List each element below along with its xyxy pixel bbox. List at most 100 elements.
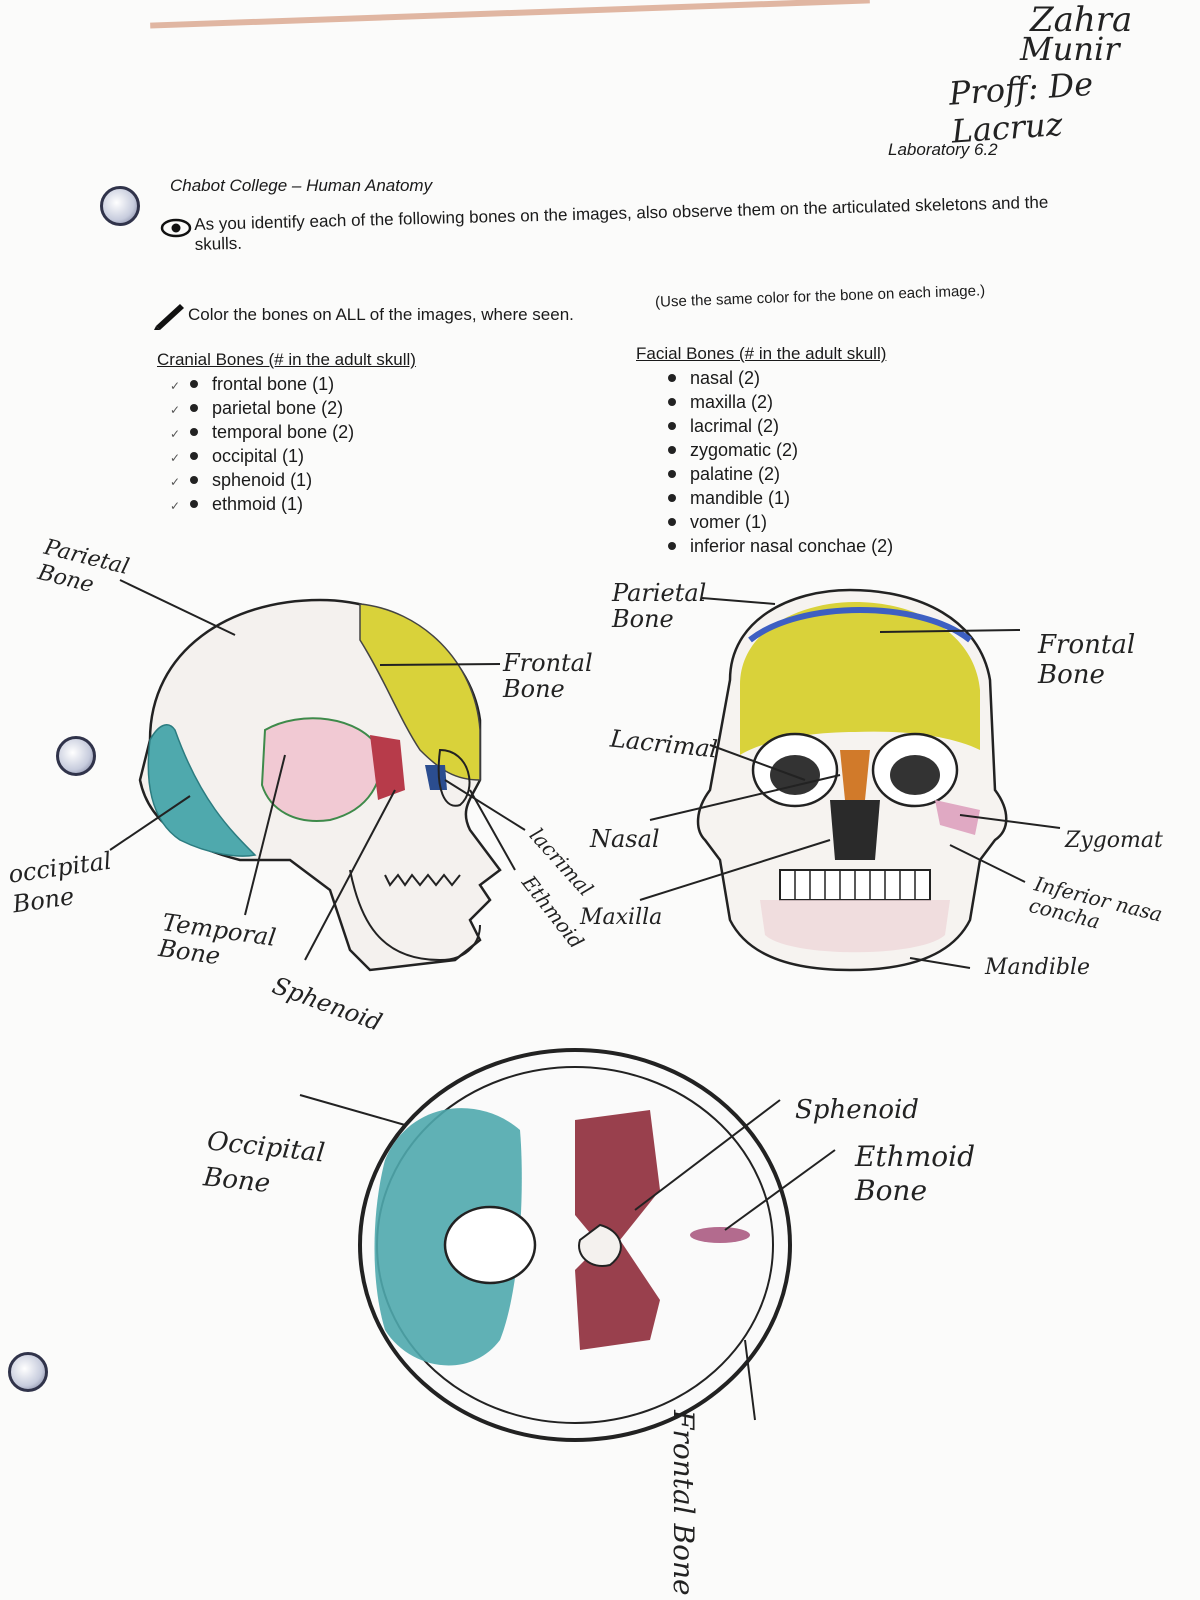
leader-maxilla-anterior [639,839,831,901]
superior-label-ethmoid: Ethmoid Bone [855,1140,976,1207]
leader-frontal [379,663,501,666]
checkmark-icon: ✓ [170,379,181,393]
binder-hole-bottom [8,1352,48,1392]
list-item: palatine (2) [648,462,893,486]
anterior-label-zygomatic: Zygomat [1065,828,1163,853]
lateral-occipital-colored [147,724,257,857]
checkmark-icon: ✓ [170,475,181,489]
checkmark-icon: ✓ [170,427,181,441]
list-item: ✓occipital (1) [170,444,354,468]
anterior-left-orbit-shadow [770,755,820,795]
list-item: nasal (2) [648,366,893,390]
list-item: ✓ethmoid (1) [170,492,354,516]
color-instruction: Color the bones on ALL of the images, wh… [188,305,574,324]
lateral-temporal-colored [260,717,382,822]
bullet-icon [190,428,198,437]
facial-list-title: Facial Bones (# in the adult skull) [636,344,887,363]
bullet-icon [190,476,198,485]
list-item: mandible (1) [648,486,893,510]
anterior-teeth-lines [794,870,916,900]
leader-frontal-superior [744,1339,756,1421]
lateral-label-frontal: Frontal Bone [503,649,593,703]
anterior-zygomatic-colored [935,800,980,835]
cranial-bone-list: ✓frontal bone (1) ✓parietal bone (2) ✓te… [170,372,354,516]
list-item: zygomatic (2) [648,438,893,462]
anterior-label-mandible: Mandible [985,955,1091,980]
leader-ethmoid-superior [724,1149,836,1231]
list-item: lacrimal (2) [648,414,893,438]
bullet-icon [668,446,676,455]
foramen-magnum [443,1205,537,1285]
anterior-label-nasal: Nasal [590,825,660,853]
leader-mandible-anterior [909,957,971,969]
binder-hole-top [100,186,140,226]
superior-skull-figure [299,1048,836,1442]
list-item: ✓frontal bone (1) [170,372,354,396]
checkmark-icon: ✓ [170,451,181,465]
checkmark-icon: ✓ [170,403,181,417]
student-first-name: Zahra [1030,0,1133,40]
leader-lacrimal-anterior [709,744,806,781]
student-last-name: Munir [1020,30,1120,68]
list-item: ✓sphenoid (1) [170,468,354,492]
observe-instruction: As you identify each of the following bo… [194,192,1049,254]
paper-edge [150,0,870,29]
superior-label-sphenoid: Sphenoid [795,1095,919,1125]
professor-name: Proff: De Lacruz [947,64,1095,151]
lateral-frontal-colored [359,603,481,781]
eye-icon [160,218,192,238]
superior-ethmoid-colored [690,1227,750,1243]
leader-sphenoid [304,789,396,961]
lateral-sphenoid-colored [370,735,405,800]
lateral-orbit [437,748,471,807]
color-instruction-note: (Use the same color for the bone on each… [654,282,986,311]
anterior-label-frontal: Frontal Bone [1038,630,1136,690]
list-item: maxilla (2) [648,390,893,414]
leader-zygomatic-anterior [959,814,1061,829]
bullet-icon [190,380,198,389]
pencil-icon [154,304,184,330]
list-item: ✓temporal bone (2) [170,420,354,444]
list-item: ✓parietal bone (2) [170,396,354,420]
lateral-lacrimal-colored [425,765,447,790]
anterior-label-parietal: Parietal Bone [612,579,707,633]
bullet-icon [668,518,676,527]
sella-turcica [578,1223,622,1267]
leader-concha-anterior [949,844,1026,883]
lateral-mandible [349,869,481,962]
superior-sphenoid-colored [575,1110,660,1350]
lab-number: Laboratory 6.2 [888,140,998,159]
leader-nasal-anterior [649,774,841,821]
list-item: vomer (1) [648,510,893,534]
bullet-icon [668,542,676,551]
leader-temporal [244,754,286,916]
leader-occipital-superior [299,1094,406,1126]
leader-ethmoid [469,789,516,871]
leader-sphenoid-superior [634,1099,781,1211]
bullet-icon [190,404,198,413]
anterior-skull-figure [639,588,1061,972]
binder-hole-middle [56,736,96,776]
superior-label-occipital: Occipital Bone [201,1126,327,1200]
bullet-icon [668,422,676,431]
leader-occipital [109,795,191,851]
bullet-icon [668,398,676,407]
anterior-parietal-edge-colored [748,607,972,643]
leader-parietal-anterior [701,597,776,605]
anterior-frontal-colored [740,602,980,755]
superior-label-frontal: Frontal Bone [667,1410,700,1596]
leader-frontal-anterior [879,629,1021,633]
bullet-icon [668,470,676,479]
list-item: inferior nasal conchae (2) [648,534,893,558]
bullet-icon [668,374,676,383]
anterior-nasal-colored [840,750,870,800]
lateral-teeth [384,873,461,887]
course-title: Chabot College – Human Anatomy [170,176,433,195]
bullet-icon [668,494,676,503]
facial-bone-list: nasal (2) maxilla (2) lacrimal (2) zygom… [648,366,893,558]
bullet-icon [190,452,198,461]
checkmark-icon: ✓ [170,499,181,513]
anterior-label-maxilla: Maxilla [580,905,663,930]
anterior-mandible-colored [760,900,950,953]
